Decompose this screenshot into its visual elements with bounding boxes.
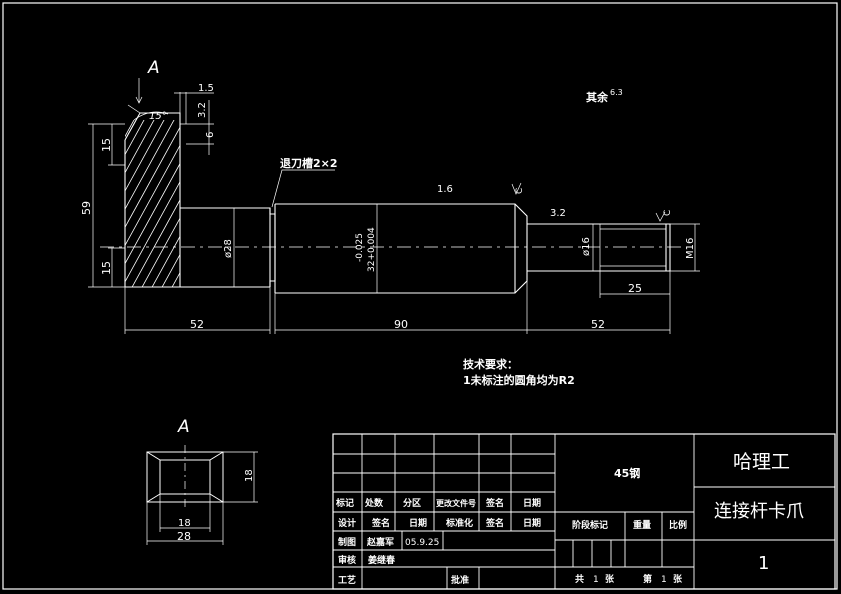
dim-tolerance-upper: -0.025	[355, 233, 365, 262]
dim-3-2-top: 3.2	[197, 102, 208, 118]
dim-52-left: 52	[190, 318, 204, 331]
dim-phi28: ø28	[223, 239, 234, 258]
flange-hatching	[125, 120, 180, 287]
review-name: 姜继春	[368, 554, 396, 566]
sheet-number: 1	[758, 553, 769, 574]
hdr-sign-2: 签名	[371, 517, 390, 529]
sheets-unit-1: 张	[605, 573, 615, 585]
hdr-count: 处数	[364, 497, 384, 509]
dim-28-bottom: 28	[177, 530, 191, 543]
school-name: 哈理工	[733, 451, 790, 473]
hdr-date-1: 日期	[523, 497, 541, 509]
shaft-main-view	[100, 112, 690, 294]
hdr-mark: 标记	[335, 497, 354, 509]
dim-phi16: ø16	[581, 237, 592, 256]
dim-1-5: 1.5	[198, 83, 214, 94]
roughness-note: 其余	[586, 90, 609, 104]
hdr-zone: 分区	[403, 497, 421, 509]
drawn-date: 05.9.25	[405, 538, 439, 548]
hdr-standard: 标准化	[445, 517, 473, 529]
review-label: 审核	[338, 554, 356, 566]
title-block-text: 45钢 哈理工 连接杆卡爪 1 标记 处数 分区 更改文件号 签名 日期 设计 …	[335, 451, 804, 586]
section-label-bottom: A	[177, 417, 190, 437]
dim-25: 25	[628, 282, 642, 295]
process-label: 工艺	[338, 574, 356, 586]
dim-1-6-top: 1.6	[437, 184, 453, 195]
dim-52-right: 52	[591, 318, 605, 331]
dim-18-bottom: 18	[178, 518, 191, 529]
hdr-date-3: 日期	[523, 517, 541, 529]
section-label-top: A	[147, 58, 160, 78]
total-value: 1	[593, 575, 599, 585]
drawn-name: 赵嘉军	[366, 536, 394, 548]
dim-15-upper: 15	[100, 138, 113, 152]
sheets-unit-2: 张	[673, 573, 683, 585]
hdr-sign-1: 签名	[485, 497, 504, 509]
dim-c-mid: C	[515, 188, 525, 194]
hdr-sign-3: 签名	[485, 517, 504, 529]
total-label: 共	[575, 573, 584, 585]
dim-tolerance-lower: 32+0.004	[367, 227, 377, 272]
dim-6: 6	[205, 132, 216, 138]
dim-18-side: 18	[244, 469, 255, 482]
scale-label: 比例	[669, 519, 687, 531]
dimension-lines	[88, 78, 700, 334]
title-block	[332, 433, 836, 590]
page-value: 1	[661, 575, 667, 585]
undercut-groove	[269, 208, 276, 287]
dim-c-right: C	[663, 210, 673, 216]
drawn-label: 制图	[338, 536, 356, 548]
dim-m16: M16	[685, 238, 696, 259]
dim-90: 90	[394, 318, 408, 331]
body-outline	[275, 203, 528, 294]
dim-15-degree: 15°	[149, 111, 167, 122]
weight-label: 重量	[633, 519, 651, 531]
dim-59: 59	[80, 201, 93, 215]
page-label: 第	[643, 573, 652, 585]
dim-15-lower: 15	[100, 261, 113, 275]
roughness-value: 6.3	[610, 88, 623, 97]
tech-notes-title: 技术要求：	[463, 357, 518, 371]
thread-end-outline	[527, 223, 671, 272]
material: 45钢	[614, 466, 640, 480]
hdr-change-doc: 更改文件号	[436, 498, 476, 508]
stage-label: 阶段标记	[572, 519, 608, 531]
approve-label: 批准	[451, 574, 469, 586]
tech-notes-line1: 1未标注的圆角均为R2	[463, 373, 575, 387]
hdr-date-2: 日期	[409, 517, 427, 529]
part-name: 连接杆卡爪	[714, 501, 804, 522]
section-view-a	[146, 445, 258, 545]
dim-3-2-mid: 3.2	[550, 208, 566, 219]
hdr-design: 设计	[338, 517, 356, 529]
undercut-label: 退刀槽2×2	[280, 156, 338, 170]
